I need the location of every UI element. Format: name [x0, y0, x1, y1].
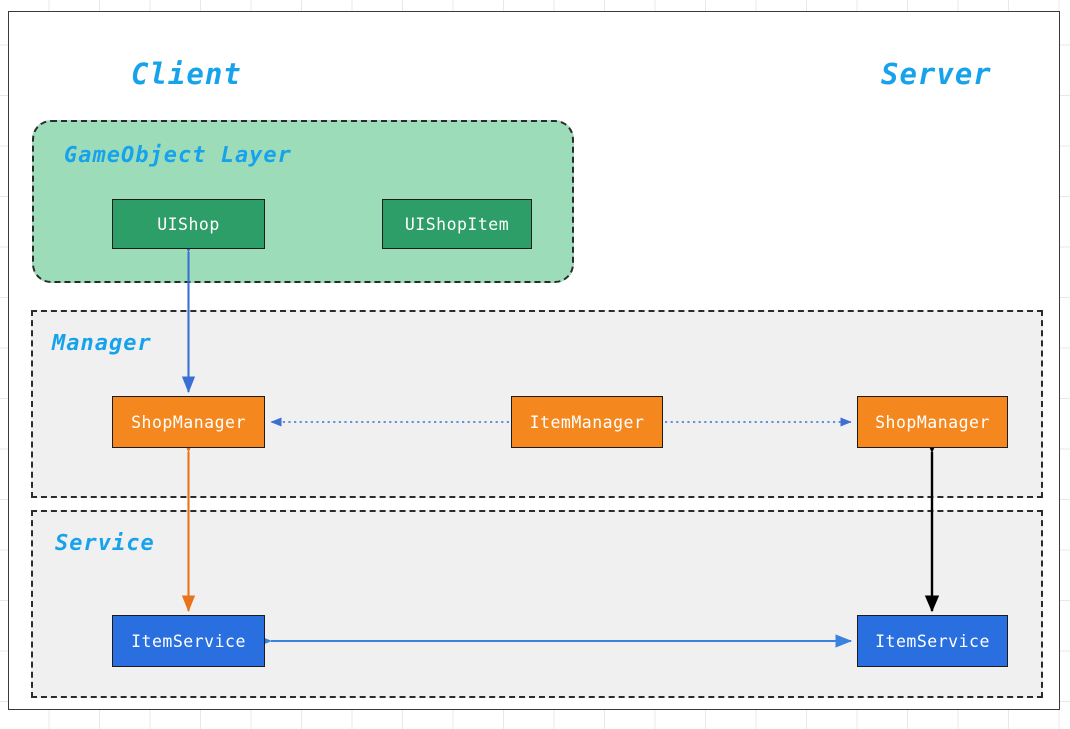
server-side-title: Server: [881, 57, 992, 91]
node-itemservice-server[interactable]: ItemService: [857, 615, 1008, 667]
node-uishopitem[interactable]: UIShopItem: [382, 199, 532, 249]
group-service: [31, 510, 1043, 698]
client-side-title: Client: [131, 57, 242, 91]
group-label-gameobject-layer: GameObject Layer: [64, 143, 292, 168]
group-label-service: Service: [55, 531, 155, 556]
node-itemmanager[interactable]: ItemManager: [511, 396, 663, 448]
node-itemservice-client[interactable]: ItemService: [112, 615, 265, 667]
node-shopmanager-server[interactable]: ShopManager: [857, 396, 1008, 448]
node-uishop[interactable]: UIShop: [112, 199, 265, 249]
node-shopmanager-client[interactable]: ShopManager: [112, 396, 265, 448]
group-label-manager: Manager: [52, 331, 152, 356]
